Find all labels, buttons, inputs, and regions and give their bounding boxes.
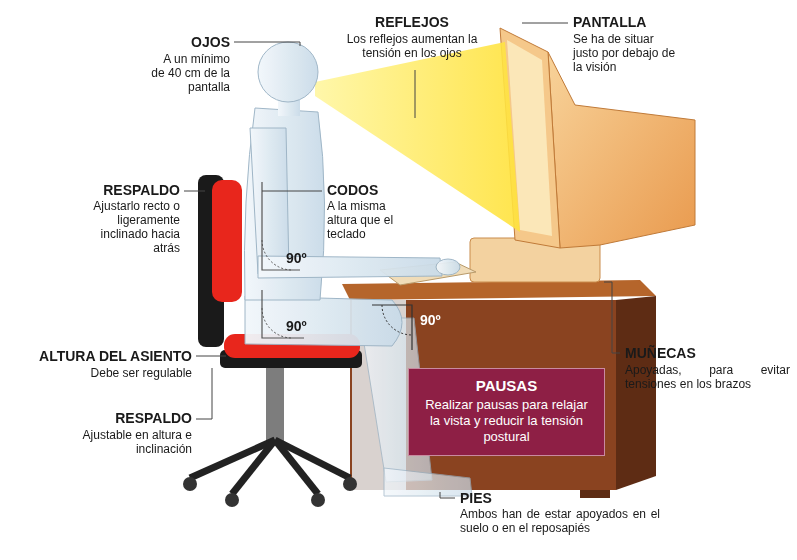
callout-title: REFLEJOS bbox=[347, 14, 477, 30]
chair-leg bbox=[275, 440, 318, 494]
callout-title: ALTURA DEL ASIENTO bbox=[22, 348, 192, 364]
chair-caster bbox=[225, 493, 239, 507]
callout-text: Los reflejos aumentan la tensión en los … bbox=[332, 32, 492, 60]
desk-top bbox=[342, 280, 656, 300]
leader-line bbox=[522, 23, 568, 24]
leader-line bbox=[262, 191, 322, 192]
leader-line bbox=[415, 70, 416, 118]
angle-arc bbox=[382, 305, 412, 335]
leader-line bbox=[196, 356, 226, 357]
desk-foot bbox=[580, 490, 610, 498]
callout-title: RESPALDO bbox=[82, 410, 192, 426]
callout-title: MUÑECAS bbox=[625, 345, 785, 361]
chair-backrest-cushion bbox=[212, 180, 242, 302]
leader-line bbox=[234, 42, 300, 46]
callout-text: Apoyadas, para evitar tensiones en los b… bbox=[625, 363, 790, 391]
callout-title: 90º bbox=[420, 312, 454, 328]
leader-line bbox=[196, 368, 212, 419]
person-hand bbox=[436, 259, 460, 275]
note-box: PAUSAS Realizar pausas para relajar la vi… bbox=[408, 368, 605, 456]
chair-leg bbox=[232, 440, 275, 494]
person-upper-arm bbox=[250, 128, 289, 274]
callout-title: PIES bbox=[460, 490, 540, 506]
callout-title: 90º bbox=[286, 318, 320, 334]
callout-text: A la misma altura que el teclado bbox=[327, 199, 417, 241]
callout-title: PANTALLA bbox=[573, 14, 683, 30]
note-text: Realizar pausas para relajar la vista y … bbox=[419, 397, 594, 445]
callout-title: CODOS bbox=[327, 182, 422, 198]
chair-caster bbox=[311, 493, 325, 507]
note-title: PAUSAS bbox=[419, 377, 594, 395]
callout-title: OJOS bbox=[140, 34, 230, 50]
monitor-body bbox=[548, 52, 695, 248]
angle-mark bbox=[372, 305, 412, 350]
callout-text: Ajustarlo recto o ligeramente inclinado … bbox=[84, 199, 180, 255]
leader-line bbox=[604, 282, 620, 353]
callout-text: Ajustable en altura e inclinación bbox=[77, 428, 192, 456]
person-head bbox=[258, 42, 318, 102]
chair-caster bbox=[183, 477, 197, 491]
callout-text: Ambos han de estar apoyados en el suelo … bbox=[460, 507, 660, 535]
leader-line bbox=[440, 492, 455, 498]
leader-line bbox=[184, 191, 205, 192]
chair-post bbox=[266, 364, 284, 442]
desk-side bbox=[616, 296, 656, 490]
chair-caster bbox=[343, 477, 357, 491]
callout-text: A un mínimo de 40 cm de la pantalla bbox=[148, 52, 230, 94]
callout-title: RESPALDO bbox=[70, 182, 180, 198]
callout-text: Se ha de situar justo por debajo de la v… bbox=[573, 32, 681, 74]
callout-text: Debe ser regulable bbox=[42, 366, 192, 380]
person-foot bbox=[384, 468, 472, 496]
person-forearm bbox=[258, 256, 442, 278]
callout-title: 90º bbox=[286, 250, 320, 266]
